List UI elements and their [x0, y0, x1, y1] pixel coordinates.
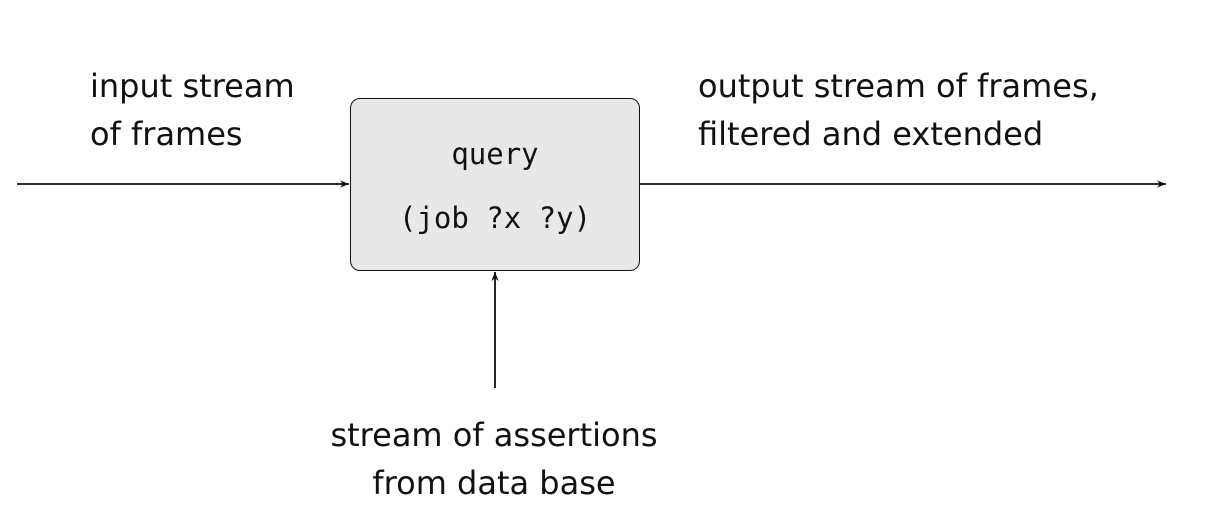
output-stream-label-line2: filtered and extended [698, 115, 1044, 153]
query-pattern: (job ?x ?y) [398, 201, 592, 235]
input-stream-label-line1: input stream [90, 67, 295, 105]
input-stream-label: input stream of frames [90, 62, 295, 158]
database-stream-label: stream of assertions from data base [320, 411, 668, 507]
database-stream-label-line2: from data base [372, 464, 616, 502]
query-box: query (job ?x ?y) [350, 98, 640, 271]
query-keyword: query [451, 137, 539, 171]
output-stream-label-line1: output stream of frames, [698, 67, 1099, 105]
database-stream-label-line1: stream of assertions [330, 416, 658, 454]
input-stream-label-line2: of frames [90, 115, 243, 153]
output-stream-label: output stream of frames, filtered and ex… [698, 62, 1099, 158]
